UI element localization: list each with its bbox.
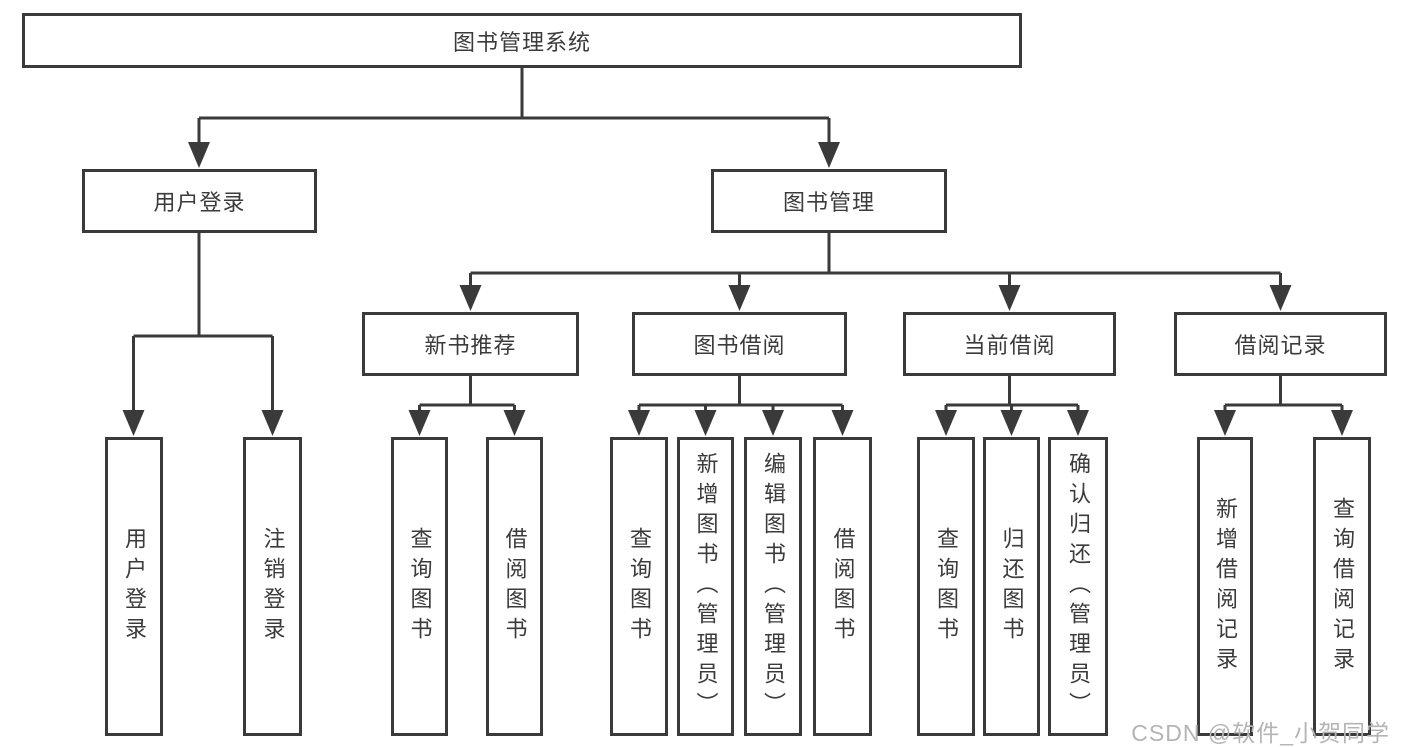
node-label: 借阅图书 — [830, 526, 856, 647]
node-label: 用户登录 — [153, 190, 246, 215]
connector-records-to-leaves — [1214, 376, 1353, 436]
node-label: 当前借阅 — [963, 333, 1056, 358]
node-label: 查询图书 — [407, 526, 433, 647]
node-label: 图书管理 — [782, 190, 875, 215]
node-label: 新增借阅记录 — [1213, 496, 1238, 677]
node-label: 新书推荐 — [424, 333, 517, 358]
leaf-user-login: 用户登录 — [105, 437, 163, 736]
node-label: 查询图书 — [934, 526, 959, 647]
node-user-login-branch: 用户登录 — [82, 169, 317, 233]
node-label: 归还图书 — [999, 526, 1025, 647]
leaf-query-books-recommend: 查询图书 — [391, 437, 448, 736]
node-label: 借阅图书 — [502, 526, 528, 647]
connector-userlogin-to-leaves — [122, 233, 284, 436]
node-label: 编辑图书（管理员） — [761, 451, 786, 722]
node-label: 注销登录 — [260, 526, 286, 647]
leaf-query-borrow-record: 查询借阅记录 — [1313, 437, 1371, 736]
node-system-root: 图书管理系统 — [22, 13, 1022, 68]
connector-bookmgmt-to-groups — [459, 233, 1292, 311]
leaf-add-books-admin: 新增图书（管理员） — [677, 437, 734, 736]
node-label: 图书管理系统 — [452, 29, 591, 55]
node-borrow-records: 借阅记录 — [1174, 312, 1387, 376]
node-new-book-recommend: 新书推荐 — [362, 312, 579, 376]
leaf-add-borrow-record: 新增借阅记录 — [1197, 437, 1253, 736]
node-book-management-branch: 图书管理 — [711, 169, 947, 233]
node-label: 图书借阅 — [693, 333, 786, 358]
node-label: 新增图书（管理员） — [693, 451, 719, 722]
node-label: 借阅记录 — [1234, 333, 1327, 358]
node-label: 确认归还（管理员） — [1066, 451, 1091, 722]
node-current-borrow: 当前借阅 — [903, 312, 1116, 376]
csdn-watermark: CSDN @软件_小贺同学 — [1131, 720, 1390, 746]
node-label: 查询图书 — [627, 526, 652, 647]
connector-newbook-to-leaves — [408, 376, 526, 436]
leaf-query-books-current: 查询图书 — [917, 437, 975, 736]
leaf-borrow-books-recommend: 借阅图书 — [486, 437, 543, 736]
leaf-query-books-borrow: 查询图书 — [610, 437, 668, 736]
node-book-borrow: 图书借阅 — [632, 312, 847, 376]
connector-borrow-to-leaves — [628, 376, 854, 436]
node-label: 用户登录 — [122, 526, 147, 647]
node-label: 查询借阅记录 — [1330, 496, 1355, 677]
connector-root-to-branches — [188, 68, 840, 168]
leaf-edit-books-admin: 编辑图书（管理员） — [744, 437, 802, 736]
leaf-logout: 注销登录 — [243, 437, 302, 736]
leaf-borrow-books: 借阅图书 — [813, 437, 872, 736]
leaf-confirm-return-admin: 确认归还（管理员） — [1048, 437, 1108, 736]
connector-current-to-leaves — [935, 376, 1089, 436]
leaf-return-books: 归还图书 — [983, 437, 1040, 736]
